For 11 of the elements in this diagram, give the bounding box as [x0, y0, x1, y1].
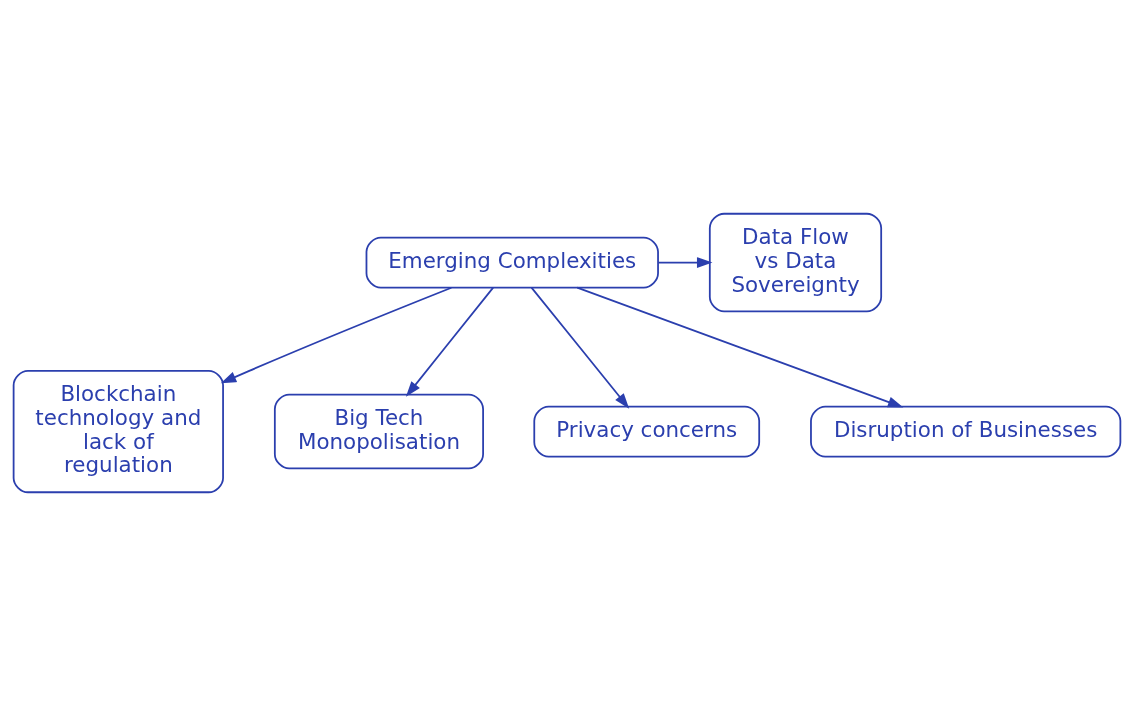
- node-box: Emerging Complexities: [365, 236, 659, 289]
- arrow: [220, 286, 453, 384]
- arrow: [405, 286, 495, 397]
- node-box: Privacy concerns: [533, 405, 761, 458]
- node-box: Disruption of Businesses: [810, 405, 1122, 458]
- arrow: [530, 286, 630, 409]
- arrow: [657, 257, 713, 268]
- arrow: [576, 286, 904, 408]
- node-box: Blockchain technology and lack of regulation: [12, 369, 224, 494]
- node-box: Data Flow vs Data Sovereignty: [708, 212, 883, 313]
- node-box: Big Tech Monopolisation: [273, 393, 484, 470]
